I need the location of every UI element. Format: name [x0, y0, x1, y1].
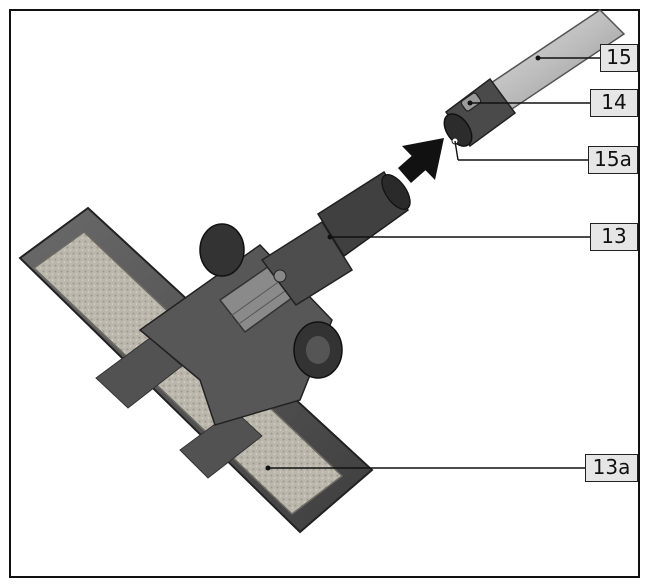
callout-14: 14 — [590, 89, 638, 117]
extension-tube — [443, 9, 626, 148]
callout-15: 15 — [600, 44, 638, 72]
leader-lines — [268, 57, 600, 469]
wheel-left — [199, 223, 245, 277]
callout-15a: 15a — [588, 146, 638, 174]
swivel-joint — [218, 170, 411, 334]
insert-arrow-icon — [398, 138, 444, 183]
callout-13: 13 — [590, 223, 638, 251]
callout-13a: 13a — [585, 454, 638, 482]
